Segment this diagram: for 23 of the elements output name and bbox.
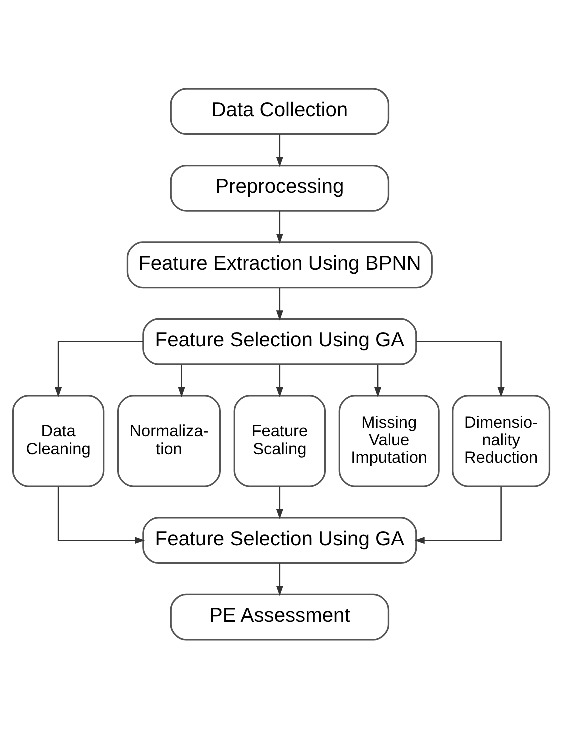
node-box: Feature Scaling: [234, 395, 326, 488]
arrow: [374, 364, 382, 398]
arrow: [414, 486, 502, 544]
arrow: [276, 211, 284, 244]
node-box: Normaliza- tion: [117, 395, 221, 488]
arrow: [416, 341, 505, 398]
node-box: Preprocessing: [170, 164, 390, 212]
arrow: [55, 341, 144, 398]
node-box: Data Cleaning: [12, 395, 105, 488]
node-box: Feature Selection Using GA: [142, 517, 418, 564]
arrow: [276, 364, 284, 398]
node-box: Feature Selection Using GA: [142, 318, 418, 366]
arrow: [276, 486, 284, 520]
node-box: Data Collection: [170, 88, 390, 136]
node-box: Missing Value Imputation: [338, 395, 440, 488]
node-box: Feature Extraction Using BPNN: [126, 242, 433, 289]
arrow: [58, 486, 146, 544]
arrow: [178, 364, 186, 398]
node-box: PE Assessment: [170, 594, 390, 641]
node-box: Dimensio- nality Reduction: [452, 395, 551, 488]
arrow: [276, 134, 284, 168]
arrow: [276, 564, 284, 596]
arrow: [276, 288, 284, 321]
